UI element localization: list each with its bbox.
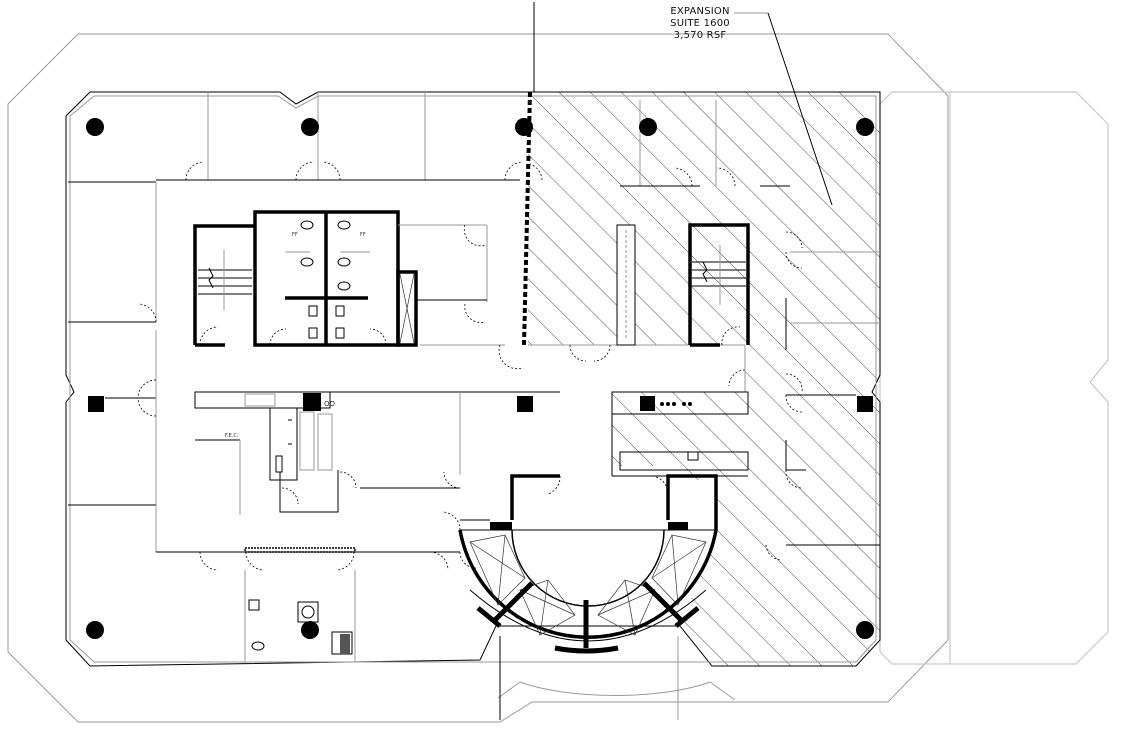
callout-area: 3,570 RSF: [673, 30, 727, 41]
adjacent-building-outline: [879, 91, 1109, 665]
storage-room: [398, 224, 523, 370]
restrooms-core: [253, 210, 418, 347]
callout-suite: SUITE 1600: [670, 18, 730, 29]
building-outer-shell: [7, 33, 949, 723]
column-square: [517, 396, 533, 412]
appliance-label: OO: [324, 400, 336, 408]
expansion-suite-hatch: [528, 92, 880, 666]
floor-perimeter: [65, 91, 881, 667]
structural-columns: [86, 118, 874, 639]
callout-leader: [734, 12, 833, 206]
expansion-callout: EXPANSION SUITE 1600 3,570 RSF: [655, 6, 745, 42]
top-offices: [156, 92, 790, 187]
bottom-left-rooms: [244, 547, 356, 662]
break-area-left: [194, 391, 461, 515]
break-area-right: [611, 391, 749, 477]
column-round: [515, 118, 533, 136]
column-round: [301, 118, 319, 136]
shaft: [616, 224, 636, 346]
column-square: [857, 396, 873, 412]
column-round: [301, 621, 319, 639]
callout-title: EXPANSION: [670, 6, 730, 17]
column-round: [856, 118, 874, 136]
stairwell-left: [193, 224, 255, 347]
restroom-label-right: FF: [360, 232, 366, 238]
right-offices: [765, 231, 880, 561]
fec-label: F.E.C.: [225, 433, 239, 439]
central-corridor: [195, 344, 748, 393]
stairwell-right: [688, 223, 750, 347]
column-round: [86, 621, 104, 639]
restroom-label-left: FF: [292, 232, 298, 238]
column-round: [639, 118, 657, 136]
elevator-cabs: [469, 534, 707, 654]
left-offices: [68, 181, 460, 571]
column-round: [856, 621, 874, 639]
column-square: [88, 396, 104, 412]
column-round: [86, 118, 104, 136]
